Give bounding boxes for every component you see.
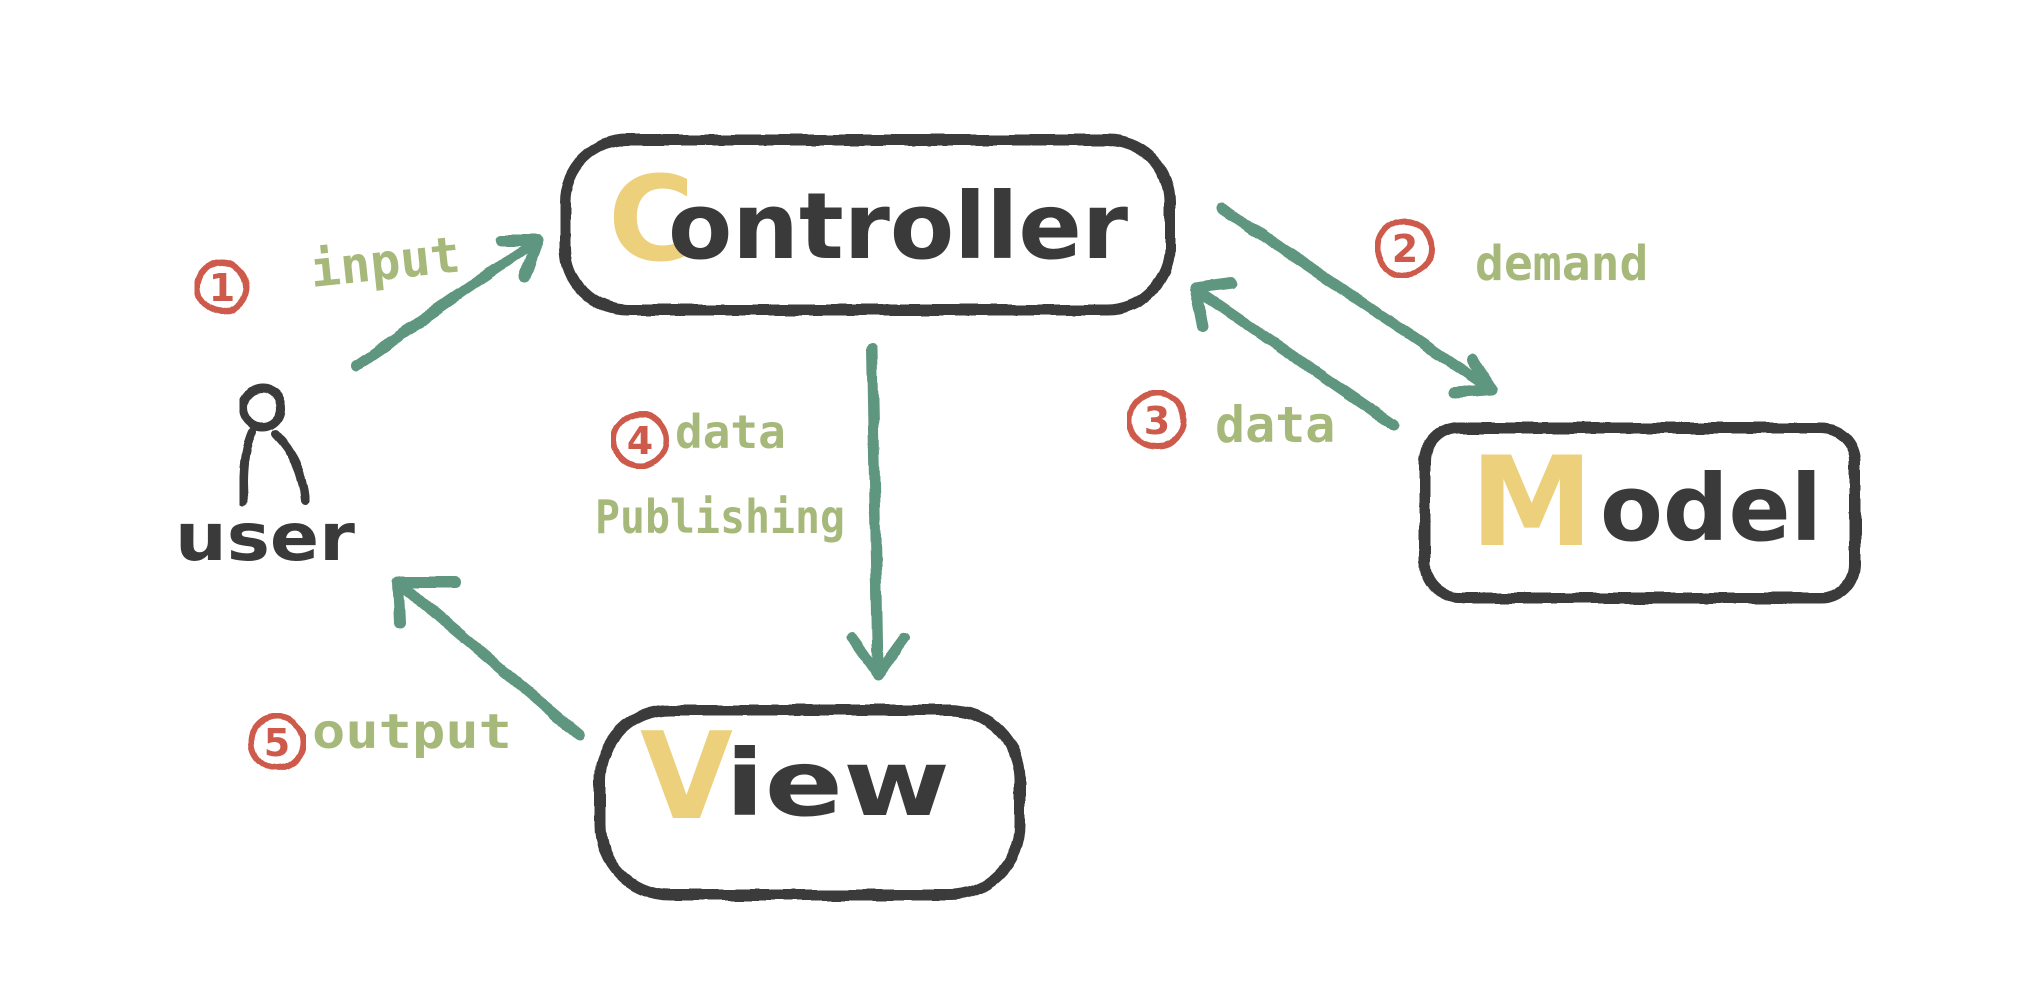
- model-initial: M: [1470, 431, 1593, 575]
- edge-input-annotation: 1 input: [194, 226, 463, 315]
- view-box: [594, 704, 1026, 901]
- step-marker-5: [248, 713, 306, 771]
- arrow-demand: [1216, 202, 1498, 399]
- arrow-data-publishing: [846, 342, 911, 681]
- edge-demand-annotation: 2 demand: [1375, 218, 1648, 292]
- view-node: V iew: [594, 704, 1026, 901]
- edge-data-return-annotation: 3 data: [1127, 390, 1335, 454]
- edge-label-demand: demand: [1475, 236, 1648, 292]
- model-box: [1419, 422, 1861, 604]
- user-label: user: [175, 499, 355, 576]
- step-number-2: 2: [1392, 227, 1418, 271]
- edge-output-annotation: 5 output: [248, 704, 512, 771]
- controller-label: ontroller: [668, 173, 1129, 280]
- controller-box: [559, 134, 1176, 316]
- step-number-1: 1: [209, 266, 235, 310]
- step-marker-1: [194, 259, 250, 315]
- view-initial: V: [640, 708, 733, 847]
- view-label: iew: [725, 730, 950, 837]
- edge-label-data-publishing-line2: Publishing: [595, 490, 845, 544]
- edge-label-data-publishing-line1: data: [675, 405, 786, 459]
- arrow-input: [351, 234, 544, 371]
- step-number-3: 3: [1144, 399, 1170, 443]
- edge-label-input: input: [307, 226, 463, 299]
- arrow-output: [392, 576, 586, 741]
- edge-data-publishing-annotation: 4 data Publishing: [595, 405, 845, 544]
- model-node: M odel: [1419, 422, 1861, 604]
- arrow-data-return: [1189, 277, 1400, 431]
- model-label: odel: [1600, 455, 1822, 562]
- step-marker-2: [1375, 218, 1435, 278]
- controller-initial: C: [608, 150, 695, 288]
- step-number-4: 4: [627, 419, 653, 463]
- edge-label-data-return: data: [1215, 396, 1335, 454]
- step-marker-3: [1127, 390, 1187, 450]
- person-icon: [238, 384, 311, 507]
- step-number-5: 5: [264, 721, 290, 765]
- edge-label-output: output: [312, 704, 512, 760]
- user-node: user: [175, 384, 355, 576]
- controller-node: C ontroller: [559, 134, 1176, 316]
- step-marker-4: [611, 411, 669, 469]
